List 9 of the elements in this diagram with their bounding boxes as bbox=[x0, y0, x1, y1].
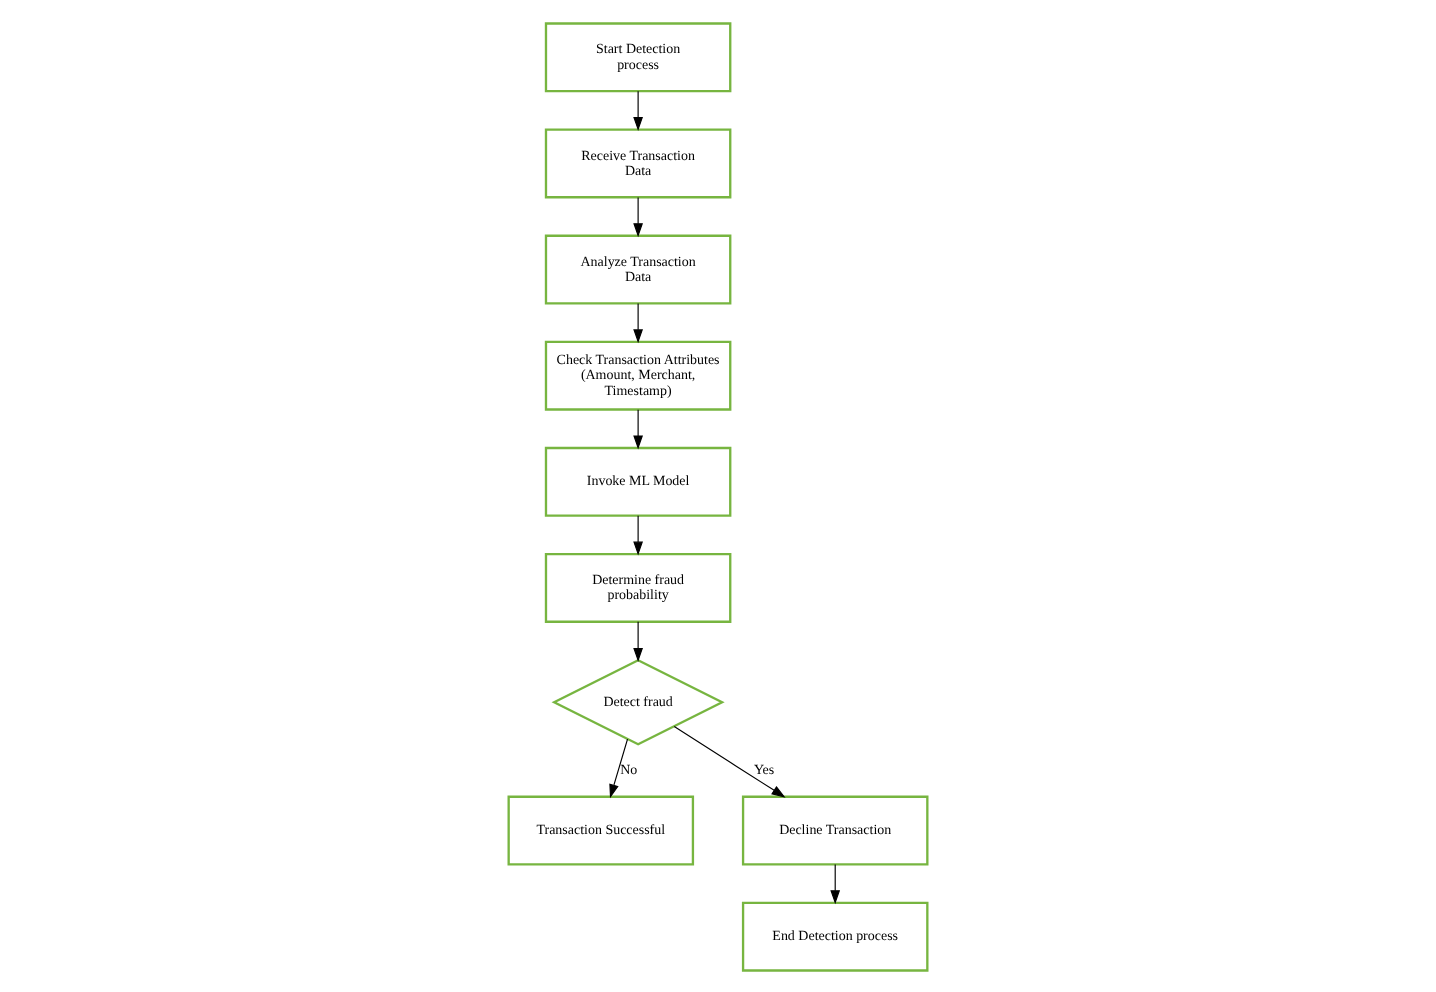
arrow bbox=[830, 862, 841, 904]
arrow bbox=[633, 195, 644, 237]
arrow bbox=[609, 737, 629, 798]
arrow bbox=[633, 620, 644, 661]
arrow bbox=[633, 302, 644, 343]
arrow bbox=[673, 724, 786, 797]
arrow bbox=[633, 89, 644, 131]
arrow bbox=[633, 514, 644, 555]
arrow bbox=[633, 408, 644, 449]
